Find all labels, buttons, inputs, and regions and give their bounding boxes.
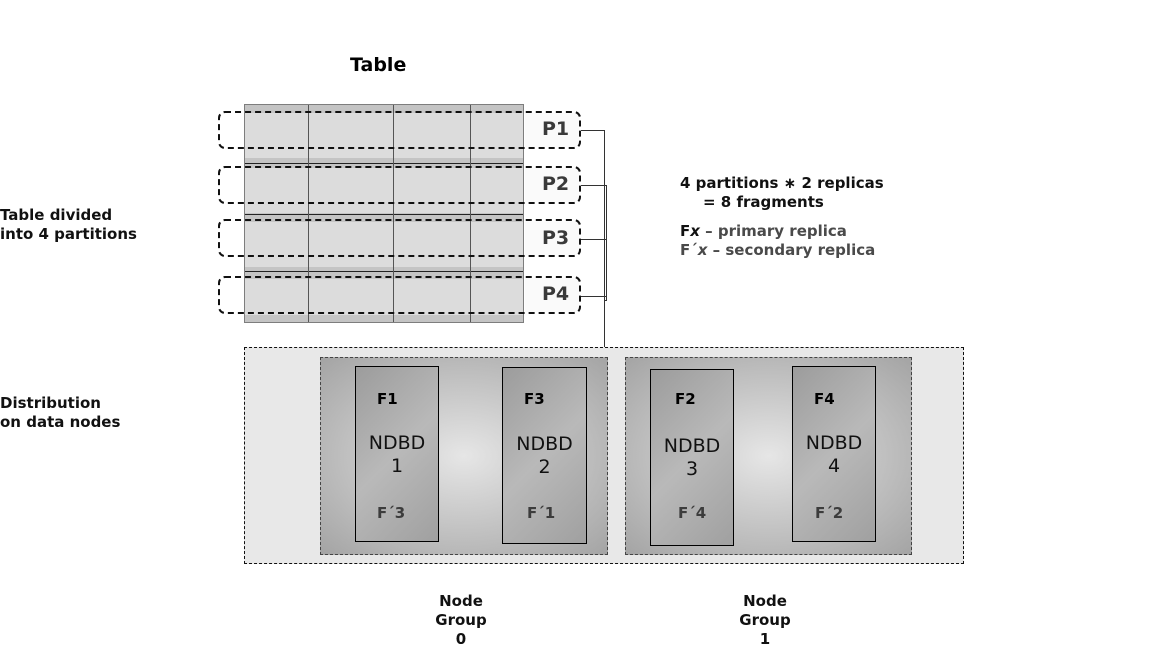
partition-label-bg [525, 278, 579, 312]
partition-label-bg [525, 221, 579, 255]
node-name-text: NDBD [805, 432, 863, 454]
connector-p2 [581, 185, 607, 186]
node-group-label-line: 1 [759, 630, 771, 648]
node-number: 1 [390, 455, 404, 477]
distribution-caption-line2: on data nodes [0, 413, 121, 431]
data-node-3: F2 NDBD 3 F´4 [650, 369, 734, 546]
partitions-caption: Table divided into 4 partitions [0, 206, 137, 244]
partition-outline-p2 [218, 166, 581, 204]
partition-label-p2: P2 [542, 173, 570, 195]
data-node-4: F4 NDBD 4 F´2 [792, 366, 876, 542]
partitions-caption-line2: into 4 partitions [0, 225, 137, 243]
table-col-divider [308, 105, 309, 322]
table-row-divider [245, 163, 523, 164]
legend-secondary-key-var: x [697, 241, 708, 259]
partitions-caption-line1: Table divided [0, 206, 113, 224]
node-name-text: NDBD [368, 432, 426, 454]
connector-p1 [581, 130, 605, 131]
partition-outline-p3 [218, 219, 581, 257]
connector-bracket-inner [606, 185, 607, 300]
node-name-text: NDBD [663, 435, 721, 457]
legend-secondary: F´x – secondary replica [680, 241, 875, 260]
data-node-2: F3 NDBD 2 F´1 [502, 367, 587, 544]
secondary-fragment: F´4 [678, 504, 707, 522]
node-group-label-line: Group [435, 611, 487, 629]
table-col-divider [393, 105, 394, 322]
node-number: 2 [538, 456, 551, 478]
node-group-1-label: Node Group 1 [725, 592, 805, 649]
fragments-note-line2: = 8 fragments [703, 193, 824, 211]
secondary-fragment: F´2 [815, 504, 844, 522]
connector-bracket-outer [604, 130, 605, 302]
primary-fragment: F4 [814, 390, 835, 408]
node-group-label-line: Group [739, 611, 791, 629]
table-row-divider [245, 271, 523, 272]
legend-primary-desc: – primary replica [699, 222, 847, 240]
connector-p3 [581, 239, 607, 240]
primary-fragment: F1 [377, 390, 398, 408]
partition-label-p4: P4 [542, 283, 570, 305]
partition-label-bg [525, 113, 579, 147]
distribution-caption: Distribution on data nodes [0, 394, 120, 432]
node-name-text: NDBD [516, 433, 573, 455]
distribution-caption-line1: Distribution [0, 394, 101, 412]
node-name: NDBD 2 [503, 433, 586, 479]
node-number: 4 [827, 455, 841, 477]
legend-secondary-key: F´ [680, 241, 698, 259]
legend: Fx – primary replica F´x – secondary rep… [680, 222, 875, 260]
node-group-label-line: Node [439, 592, 483, 610]
legend-primary-key: F [680, 222, 691, 240]
node-name: NDBD 1 [356, 432, 438, 478]
node-group-label-line: Node [743, 592, 787, 610]
node-name: NDBD 4 [793, 432, 875, 478]
node-number: 3 [685, 458, 699, 480]
secondary-fragment: F´1 [527, 504, 556, 522]
partition-label-p1: P1 [542, 118, 570, 140]
table-row-band-2 [245, 168, 523, 213]
table-row-band-1 [245, 113, 523, 158]
legend-secondary-desc: – secondary replica [707, 241, 876, 259]
legend-primary: Fx – primary replica [680, 222, 875, 241]
table-row-band-3 [245, 222, 523, 267]
partition-outline-p4 [218, 276, 581, 314]
fragments-note-line1: 4 partitions ∗ 2 replicas [680, 174, 884, 192]
legend-primary-key-var: x [690, 222, 700, 240]
table-col-divider [470, 105, 471, 322]
node-group-0-label: Node Group 0 [421, 592, 501, 649]
connector-join [604, 300, 607, 301]
fragments-note: 4 partitions ∗ 2 replicas = 8 fragments [680, 174, 884, 212]
table-title: Table [350, 54, 407, 76]
partition-outline-p1 [218, 111, 581, 149]
table-row-divider [245, 214, 523, 215]
primary-fragment: F3 [524, 390, 545, 408]
connector-to-distribution [604, 300, 605, 347]
table-row-band-4 [245, 279, 523, 315]
node-group-label-line: 0 [455, 630, 467, 648]
data-node-1: F1 NDBD 1 F´3 [355, 366, 439, 542]
partition-label-p3: P3 [542, 227, 570, 249]
connector-p4 [581, 296, 607, 297]
node-name: NDBD 3 [651, 435, 733, 481]
primary-fragment: F2 [675, 390, 696, 408]
partition-label-bg [525, 168, 579, 202]
table-grid [244, 104, 524, 323]
secondary-fragment: F´3 [377, 504, 406, 522]
